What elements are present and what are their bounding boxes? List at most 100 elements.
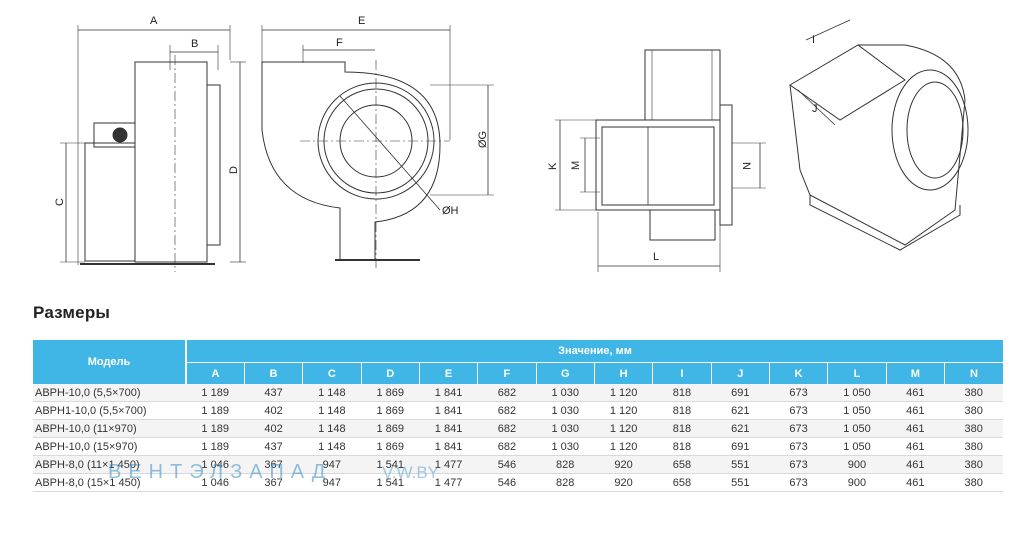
value-cell: 691 [711, 437, 770, 456]
value-cell: 1 841 [419, 437, 478, 456]
value-cell: 658 [652, 473, 712, 492]
value-cell: 1 120 [594, 419, 653, 438]
value-cell: 461 [886, 455, 945, 474]
letter-header-row: A B C D E F G H I J K L M N [33, 362, 1003, 384]
value-cell: 673 [769, 419, 828, 438]
value-cell: 546 [477, 455, 537, 474]
column-header: H [593, 362, 653, 384]
value-cell: 920 [594, 455, 653, 474]
dimension-labels: A B C D E F ØG ØH K M N L I J [54, 15, 818, 263]
value-cell: 1 477 [419, 455, 478, 474]
model-cell: АВРН-10,0 (15×970) [33, 437, 186, 456]
value-cell: 828 [536, 455, 595, 474]
column-header: M [885, 362, 945, 384]
value-cell: 461 [886, 401, 945, 420]
value-cell: 947 [302, 455, 362, 474]
value-cell: 1 046 [186, 455, 245, 474]
value-cell: 367 [244, 455, 303, 474]
value-cell: 1 050 [827, 384, 887, 402]
technical-drawings: A B C D E F ØG ØH K M N L I J [54, 15, 969, 272]
isometric-view-drawing [789, 19, 969, 251]
column-header: L [827, 362, 887, 384]
value-cell: 900 [827, 455, 887, 474]
value-cell: 380 [944, 455, 1003, 474]
value-cell: 947 [302, 473, 362, 492]
value-cell: 673 [769, 455, 828, 474]
value-cell: 621 [711, 419, 770, 438]
value-cell: 1 841 [419, 401, 478, 420]
model-cell: АВРН-10,0 (5,5×700) [33, 384, 186, 402]
value-cell: 1 869 [361, 384, 420, 402]
column-header: N [943, 362, 1003, 384]
column-header: J [710, 362, 770, 384]
value-cell: 1 030 [536, 419, 595, 438]
value-cell: 1 120 [594, 401, 653, 420]
value-cell: 682 [477, 419, 537, 438]
dim-label-a: A [150, 15, 158, 27]
dim-label-e: E [358, 15, 365, 27]
value-cell: 1 050 [827, 419, 887, 438]
value-cell: 673 [769, 473, 828, 492]
value-cell: 1 541 [361, 473, 420, 492]
value-cell: 1 030 [536, 437, 595, 456]
value-column-header: Значение, мм [186, 340, 1003, 363]
value-cell: 1 030 [536, 401, 595, 420]
top-view-drawing [555, 49, 766, 272]
value-cell: 1 869 [361, 437, 420, 456]
front-view-drawing [261, 25, 494, 270]
value-cell: 900 [827, 473, 887, 492]
value-cell: 1 841 [419, 384, 478, 402]
value-cell: 1 050 [827, 401, 887, 420]
value-cell: 1 189 [186, 437, 245, 456]
value-cell: 682 [477, 401, 537, 420]
model-cell: АВРН-10,0 (11×970) [33, 419, 186, 438]
value-cell: 402 [244, 401, 303, 420]
dim-label-k: K [547, 162, 559, 170]
column-header: I [652, 362, 712, 384]
value-cell: 1 030 [536, 384, 595, 402]
value-cell: 1 148 [302, 419, 362, 438]
value-cell: 1 189 [186, 419, 245, 438]
value-cell: 380 [944, 384, 1003, 402]
value-cell: 1 477 [419, 473, 478, 492]
dim-label-b: B [191, 38, 198, 50]
dim-label-h: ØH [442, 205, 459, 217]
column-header: F [477, 362, 537, 384]
dim-label-n: N [740, 162, 752, 170]
value-cell: 1 869 [361, 419, 420, 438]
column-header: D [360, 362, 420, 384]
value-cell: 380 [944, 419, 1003, 438]
value-cell: 673 [769, 384, 828, 402]
value-cell: 551 [711, 473, 770, 492]
value-cell: 1 120 [594, 384, 653, 402]
value-cell: 1 046 [186, 473, 245, 492]
value-cell: 461 [886, 473, 945, 492]
value-cell: 1 050 [827, 437, 887, 456]
column-header: B [243, 362, 303, 384]
dim-label-i: I [812, 34, 815, 46]
column-header: C [302, 362, 362, 384]
value-cell: 1 869 [361, 401, 420, 420]
dim-label-f: F [336, 37, 343, 49]
value-cell: 380 [944, 473, 1003, 492]
value-cell: 380 [944, 401, 1003, 420]
dim-label-d: D [228, 166, 240, 174]
value-cell: 658 [652, 455, 712, 474]
value-cell: 828 [536, 473, 595, 492]
value-cell: 402 [244, 419, 303, 438]
value-cell: 461 [886, 437, 945, 456]
value-cell: 818 [652, 437, 712, 456]
dim-label-j: J [812, 103, 818, 115]
dim-label-c: C [54, 198, 66, 206]
dim-label-m: M [570, 161, 582, 170]
dim-label-g: ØG [477, 131, 489, 148]
value-cell: 437 [244, 437, 303, 456]
value-cell: 818 [652, 384, 712, 402]
value-cell: 461 [886, 419, 945, 438]
model-cell: АВРН-8,0 (15×1 450) [33, 473, 186, 492]
column-header: A [186, 362, 245, 384]
